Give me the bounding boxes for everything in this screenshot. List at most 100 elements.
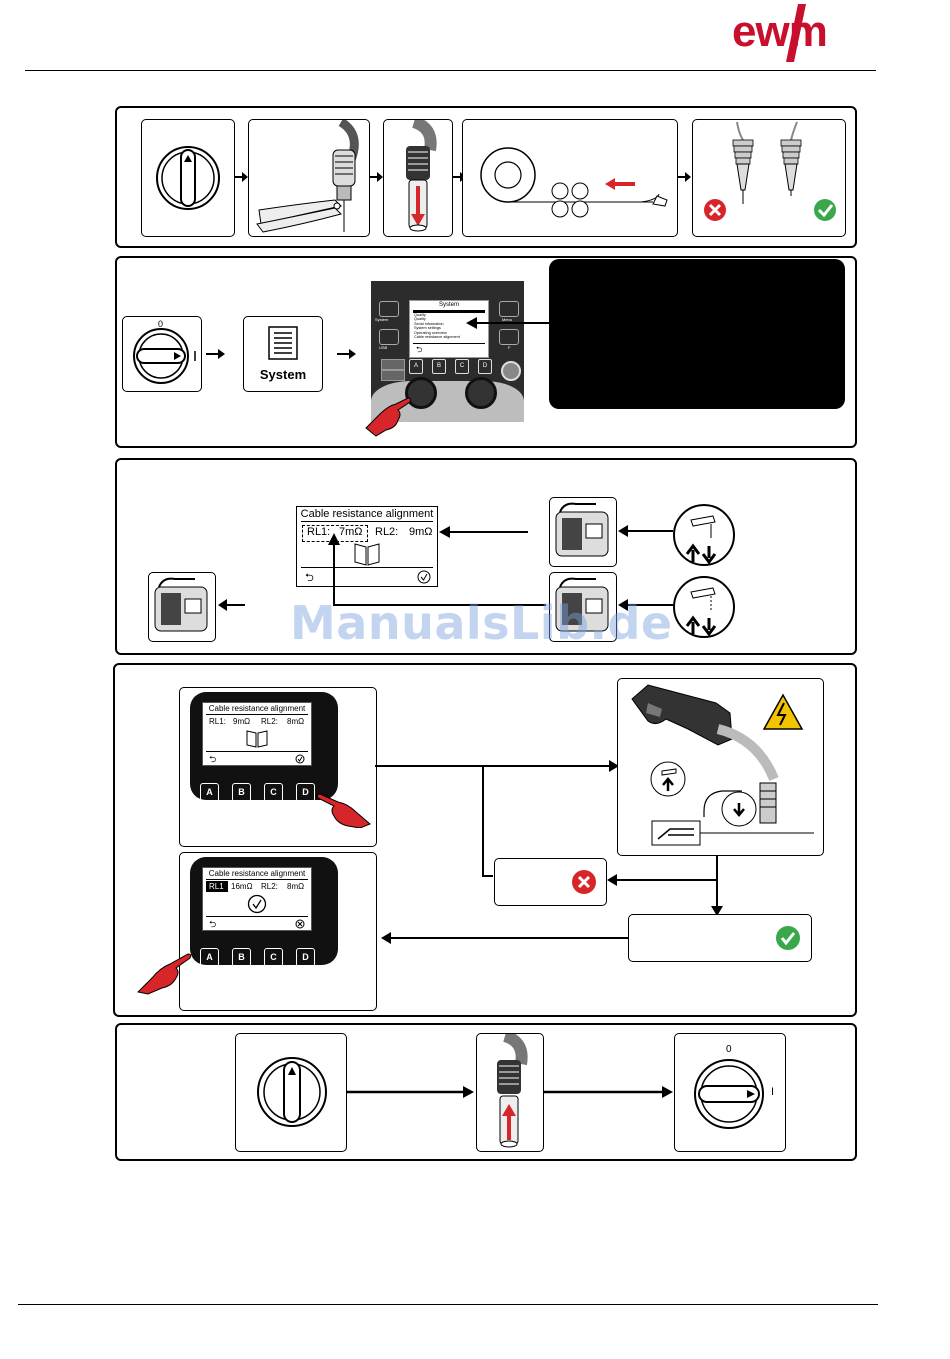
console-menu-list: Quality Quality Serial information Syste… — [414, 313, 460, 339]
pointing-hand-icon — [136, 953, 192, 995]
softkey-a[interactable]: A — [200, 948, 219, 967]
welding-machine-icon — [154, 577, 208, 632]
torch-trigger-up-down-icon — [673, 504, 735, 566]
arrow-icon — [677, 172, 691, 182]
arrow-icon — [206, 349, 225, 359]
switch-on-tile: 0 I — [674, 1033, 786, 1152]
arrow-icon — [234, 172, 248, 182]
cut-wire-tile — [248, 119, 370, 237]
rl1-label: RL1: — [307, 526, 331, 538]
display-rule — [206, 751, 308, 752]
switch-on-tile: 0 — [122, 316, 202, 392]
rl2-label: RL2: — [261, 717, 278, 726]
book-icon — [246, 730, 268, 748]
console-menu-item[interactable]: Quality — [414, 317, 426, 322]
console-menu-item[interactable]: Cable resistance alignment — [414, 335, 460, 340]
rl2-label: RL2: — [375, 526, 399, 538]
system-button-tile[interactable]: System — [243, 316, 323, 392]
softkey-c[interactable]: C — [455, 359, 469, 374]
connector-arrow-icon — [466, 317, 553, 361]
softkey-d[interactable]: D — [296, 948, 315, 967]
softkey-b[interactable]: B — [232, 948, 251, 967]
machine-tile — [549, 572, 617, 642]
info-box — [549, 259, 845, 409]
brand-logo: ewm — [732, 6, 828, 58]
remote-screen: Cable resistance alignment RL1 16mΩ RL2:… — [202, 867, 312, 931]
watermark-text: ManualsLib.de — [290, 596, 673, 650]
console-indicator — [381, 370, 405, 381]
rl1-label: RL1: — [209, 717, 226, 726]
confirm-circle-icon — [417, 570, 431, 584]
back-icon: ⮌ — [209, 754, 217, 764]
softkey-b[interactable]: B — [232, 783, 251, 802]
arrow-icon — [544, 1086, 673, 1098]
ok-check-icon — [814, 199, 836, 221]
welding-machine-icon — [555, 502, 609, 557]
switch-zero-label: 0 — [726, 1044, 732, 1055]
remote-display-tile-bottom: Cable resistance alignment RL1 16mΩ RL2:… — [179, 852, 377, 1011]
wire-spool-feed-icon — [480, 147, 668, 218]
alignment-success-box — [628, 914, 812, 962]
f-key[interactable] — [499, 329, 519, 345]
torch-with-warning-icon — [631, 684, 814, 846]
softkey-d[interactable]: D — [478, 359, 492, 374]
torch-nozzle-on-icon — [497, 1034, 528, 1148]
torch-nozzle-off-icon — [406, 120, 437, 232]
system-key-label: System — [375, 317, 389, 322]
softkey-b[interactable]: B — [432, 359, 446, 374]
console-menu-item[interactable]: System settings — [414, 326, 441, 331]
console-menu-item[interactable]: Operating overview — [414, 330, 447, 335]
rl2-label: RL2: — [261, 882, 278, 891]
back-icon: ⮌ — [209, 919, 217, 929]
arrow-icon — [337, 349, 356, 359]
cable-resistance-display: Cable resistance alignment RL1: 7mΩ RL2:… — [296, 506, 438, 587]
remote-screen: Cable resistance alignment RL1: 9mΩ RL2:… — [202, 702, 312, 766]
console-menu-item[interactable]: Serial information — [414, 321, 444, 326]
svg-text:0: 0 — [158, 319, 163, 329]
right-rotary-knob[interactable] — [465, 377, 497, 409]
softkey-a[interactable]: A — [200, 783, 219, 802]
remote-display-tile-top: Cable resistance alignment RL1: 9mΩ RL2:… — [179, 687, 377, 847]
arrow-icon — [369, 172, 383, 182]
brand-logo-text: ewm — [732, 7, 828, 56]
remove-nozzle-tile — [383, 119, 453, 237]
softkey-a[interactable]: A — [409, 359, 423, 374]
display-rule — [206, 916, 308, 917]
display-rule — [301, 521, 433, 522]
softkey-c[interactable]: C — [264, 783, 283, 802]
console-indicator — [381, 359, 405, 370]
wire-stickout-tile — [692, 119, 846, 237]
left-rotary-knob[interactable] — [405, 377, 437, 409]
machine-tile — [148, 572, 216, 642]
pliers-torch-icon — [256, 120, 359, 233]
console-menu-highlight — [413, 310, 485, 313]
menu-key[interactable] — [499, 301, 519, 317]
machine-tile — [549, 497, 617, 567]
display-rule — [301, 567, 433, 568]
usb-key[interactable] — [379, 329, 399, 345]
system-key[interactable] — [379, 301, 399, 317]
main-switch-off-icon — [257, 1057, 327, 1127]
system-button-label: System — [259, 367, 307, 382]
main-switch-on-icon — [694, 1059, 764, 1129]
torch-trigger-up-down-icon — [673, 576, 735, 638]
rl1-value: 7mΩ — [339, 526, 363, 538]
display-title: Cable resistance alignment — [300, 508, 434, 520]
pointing-hand-icon — [365, 397, 412, 437]
console-menu-item[interactable]: Quality — [414, 313, 426, 317]
main-switch-on-icon: 0 — [133, 319, 196, 384]
footer-rule — [18, 1304, 878, 1305]
ok-check-icon — [776, 926, 800, 950]
book-icon — [354, 543, 380, 566]
usb-key-label: USB — [379, 345, 388, 350]
display-rule — [206, 714, 308, 715]
rl2-value: 8mΩ — [287, 882, 305, 891]
softkey-d[interactable]: D — [296, 783, 315, 802]
torch-tile — [617, 678, 824, 856]
menu-key-label: Menu — [502, 317, 513, 322]
console-menu-title: System — [438, 302, 459, 308]
fail-x-icon — [572, 870, 596, 894]
softkey-c[interactable]: C — [264, 948, 283, 967]
rl2-value: 8mΩ — [287, 717, 305, 726]
console-knob-small[interactable] — [501, 361, 521, 381]
